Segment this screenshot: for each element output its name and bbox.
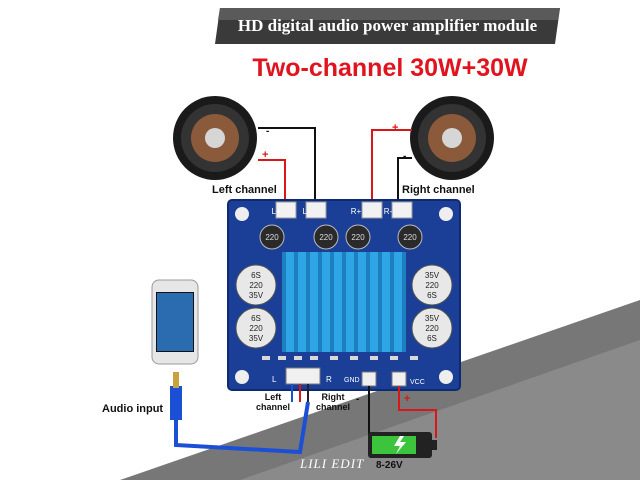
power-plus: + — [404, 393, 410, 405]
cap-left1-value: 220 — [249, 281, 263, 290]
board-term-lminus: L- — [302, 207, 309, 216]
cap-top-4: 220 — [403, 233, 417, 242]
left-speaker-plus: + — [262, 149, 268, 161]
board-in-r: R — [326, 375, 332, 384]
cap-top-3: 220 — [351, 233, 365, 242]
amplifier-board — [227, 199, 461, 391]
cap-left2-code: 6S — [251, 314, 261, 323]
cap-top-1: 220 — [265, 233, 279, 242]
voltage-label: 8-26V — [376, 460, 403, 471]
left-speaker-minus: - — [266, 126, 269, 137]
phone-icon — [151, 279, 199, 365]
board-gnd: GND — [344, 377, 360, 384]
left-speaker-icon — [173, 96, 257, 180]
left-channel-label: Left channel — [212, 184, 277, 196]
watermark: LILI EDIT — [300, 456, 365, 471]
title-banner: HD digital audio power amplifier module — [215, 8, 560, 44]
board-vcc: VCC — [410, 379, 425, 386]
banner-title: HD digital audio power amplifier module — [237, 16, 538, 35]
cap-left1-volt: 35V — [249, 291, 264, 300]
cap-left1-code: 6S — [251, 271, 261, 280]
cap-top-2: 220 — [319, 233, 333, 242]
right-speaker-icon — [410, 96, 494, 180]
cap-right2-code: 6S — [427, 334, 437, 343]
cap-right1-volt: 35V — [425, 271, 440, 280]
cap-right1-code: 6S — [427, 291, 437, 300]
board-term-lplus: L+ — [271, 207, 280, 216]
board-term-rplus: R+ — [351, 207, 362, 216]
cap-right2-value: 220 — [425, 324, 439, 333]
right-channel-label: Right channel — [402, 184, 475, 196]
battery-icon — [368, 432, 437, 458]
cap-left2-value: 220 — [249, 324, 263, 333]
cap-left2-volt: 35V — [249, 334, 264, 343]
input-left-channel-label: Left channel — [256, 392, 291, 412]
input-right-channel-label: Right channel — [316, 392, 351, 412]
right-speaker-plus: + — [392, 122, 398, 134]
board-in-l: L — [272, 375, 277, 384]
cap-right2-volt: 35V — [425, 314, 440, 323]
board-term-rminus: R- — [384, 207, 393, 216]
right-speaker-minus: - — [403, 151, 406, 162]
power-minus: - — [356, 394, 359, 405]
subtitle: Two-channel 30W+30W — [252, 54, 528, 82]
audio-input-label: Audio input — [102, 403, 164, 415]
cap-right1-value: 220 — [425, 281, 439, 290]
